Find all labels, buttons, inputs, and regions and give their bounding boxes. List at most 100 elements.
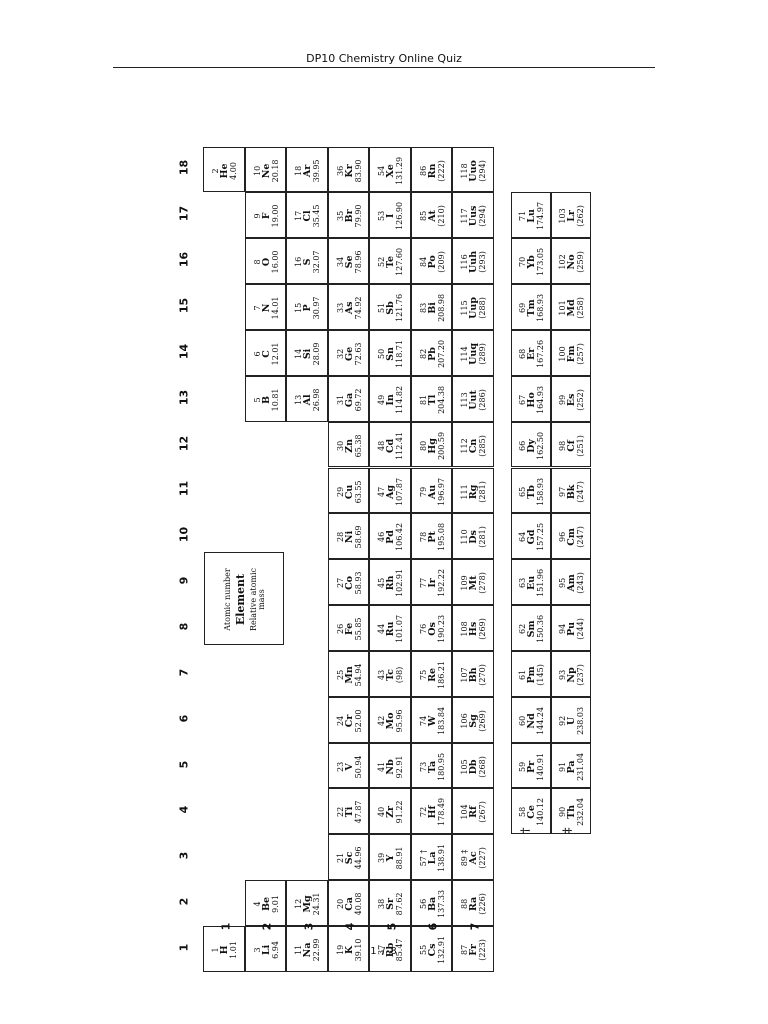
group-label-6: 6 <box>177 714 191 722</box>
header-rule <box>113 67 655 68</box>
element-symbol: Tl <box>426 394 438 406</box>
atomic-mass: 180.95 <box>436 752 446 781</box>
atomic-mass: 192.22 <box>436 569 446 598</box>
atomic-mass: 24.31 <box>311 892 321 916</box>
page-header-title: DP10 Chemistry Online Quiz <box>306 52 462 65</box>
group-label-2: 2 <box>177 897 191 906</box>
period-label-2: 2 <box>260 922 274 931</box>
group-label-14: 14 <box>177 343 191 360</box>
atomic-mass: 101.07 <box>394 614 404 643</box>
element-symbol: At <box>426 210 438 223</box>
element-symbol: Bi <box>426 302 438 314</box>
atomic-mass: (269) <box>477 709 487 732</box>
element-symbol: As <box>343 301 355 315</box>
page-number: 1 / 8 <box>370 946 398 957</box>
atomic-mass: 196.97 <box>436 477 446 506</box>
element-cell-ac: 89 ‡Ac(227) <box>452 834 494 881</box>
atomic-mass: (247) <box>575 480 585 503</box>
atomic-mass: (281) <box>477 526 487 549</box>
element-symbol: V <box>343 762 355 771</box>
legend-mass: Relative atomic mass <box>248 567 266 632</box>
atomic-mass: (258) <box>575 297 585 319</box>
period-label-7: 7 <box>468 922 482 931</box>
atomic-mass: 72.63 <box>353 342 363 366</box>
atomic-mass: (251) <box>575 434 585 457</box>
atomic-mass: 55.85 <box>353 617 363 641</box>
atomic-mass: 92.91 <box>394 755 404 778</box>
atomic-mass: (227) <box>477 847 487 869</box>
atomic-mass: 16.00 <box>270 250 280 274</box>
element-symbol: Br <box>343 209 355 223</box>
element-symbol: Cu <box>343 484 355 499</box>
atomic-mass: 35.45 <box>311 204 321 228</box>
atomic-mass: 20.18 <box>270 159 280 182</box>
atomic-mass: 204.38 <box>436 385 446 414</box>
atomic-mass: (270) <box>477 664 487 686</box>
group-label-5: 5 <box>177 760 191 768</box>
element-symbol: Hf <box>426 805 438 819</box>
atomic-mass: 79.90 <box>353 204 363 228</box>
atomic-mass: (285) <box>477 434 487 457</box>
atomic-mass: 186.21 <box>436 660 446 689</box>
element-symbol: O <box>260 258 272 267</box>
actinide-marker: ‡ <box>560 827 574 834</box>
atomic-mass: 28.09 <box>311 342 321 366</box>
element-symbol: Sc <box>343 851 355 865</box>
atomic-mass: 39.95 <box>311 159 321 182</box>
atomic-mass: 232.04 <box>575 798 585 827</box>
atomic-mass: 26.98 <box>311 388 321 412</box>
atomic-mass: 174.97 <box>535 202 545 231</box>
atomic-mass: 114.82 <box>394 385 404 414</box>
atomic-mass: 150.36 <box>535 614 545 643</box>
atomic-mass: 200.59 <box>436 431 446 460</box>
atomic-mass: (98) <box>394 666 404 684</box>
atomic-mass: (243) <box>575 572 585 594</box>
atomic-mass: 54.94 <box>353 663 363 687</box>
group-label-17: 17 <box>177 206 191 222</box>
atomic-mass: (286) <box>477 388 487 411</box>
atomic-mass: 178.49 <box>436 798 446 827</box>
atomic-mass: (252) <box>575 388 585 411</box>
element-symbol: Pt <box>426 531 438 544</box>
group-label-15: 15 <box>177 297 191 314</box>
atomic-mass: 151.96 <box>535 569 545 598</box>
